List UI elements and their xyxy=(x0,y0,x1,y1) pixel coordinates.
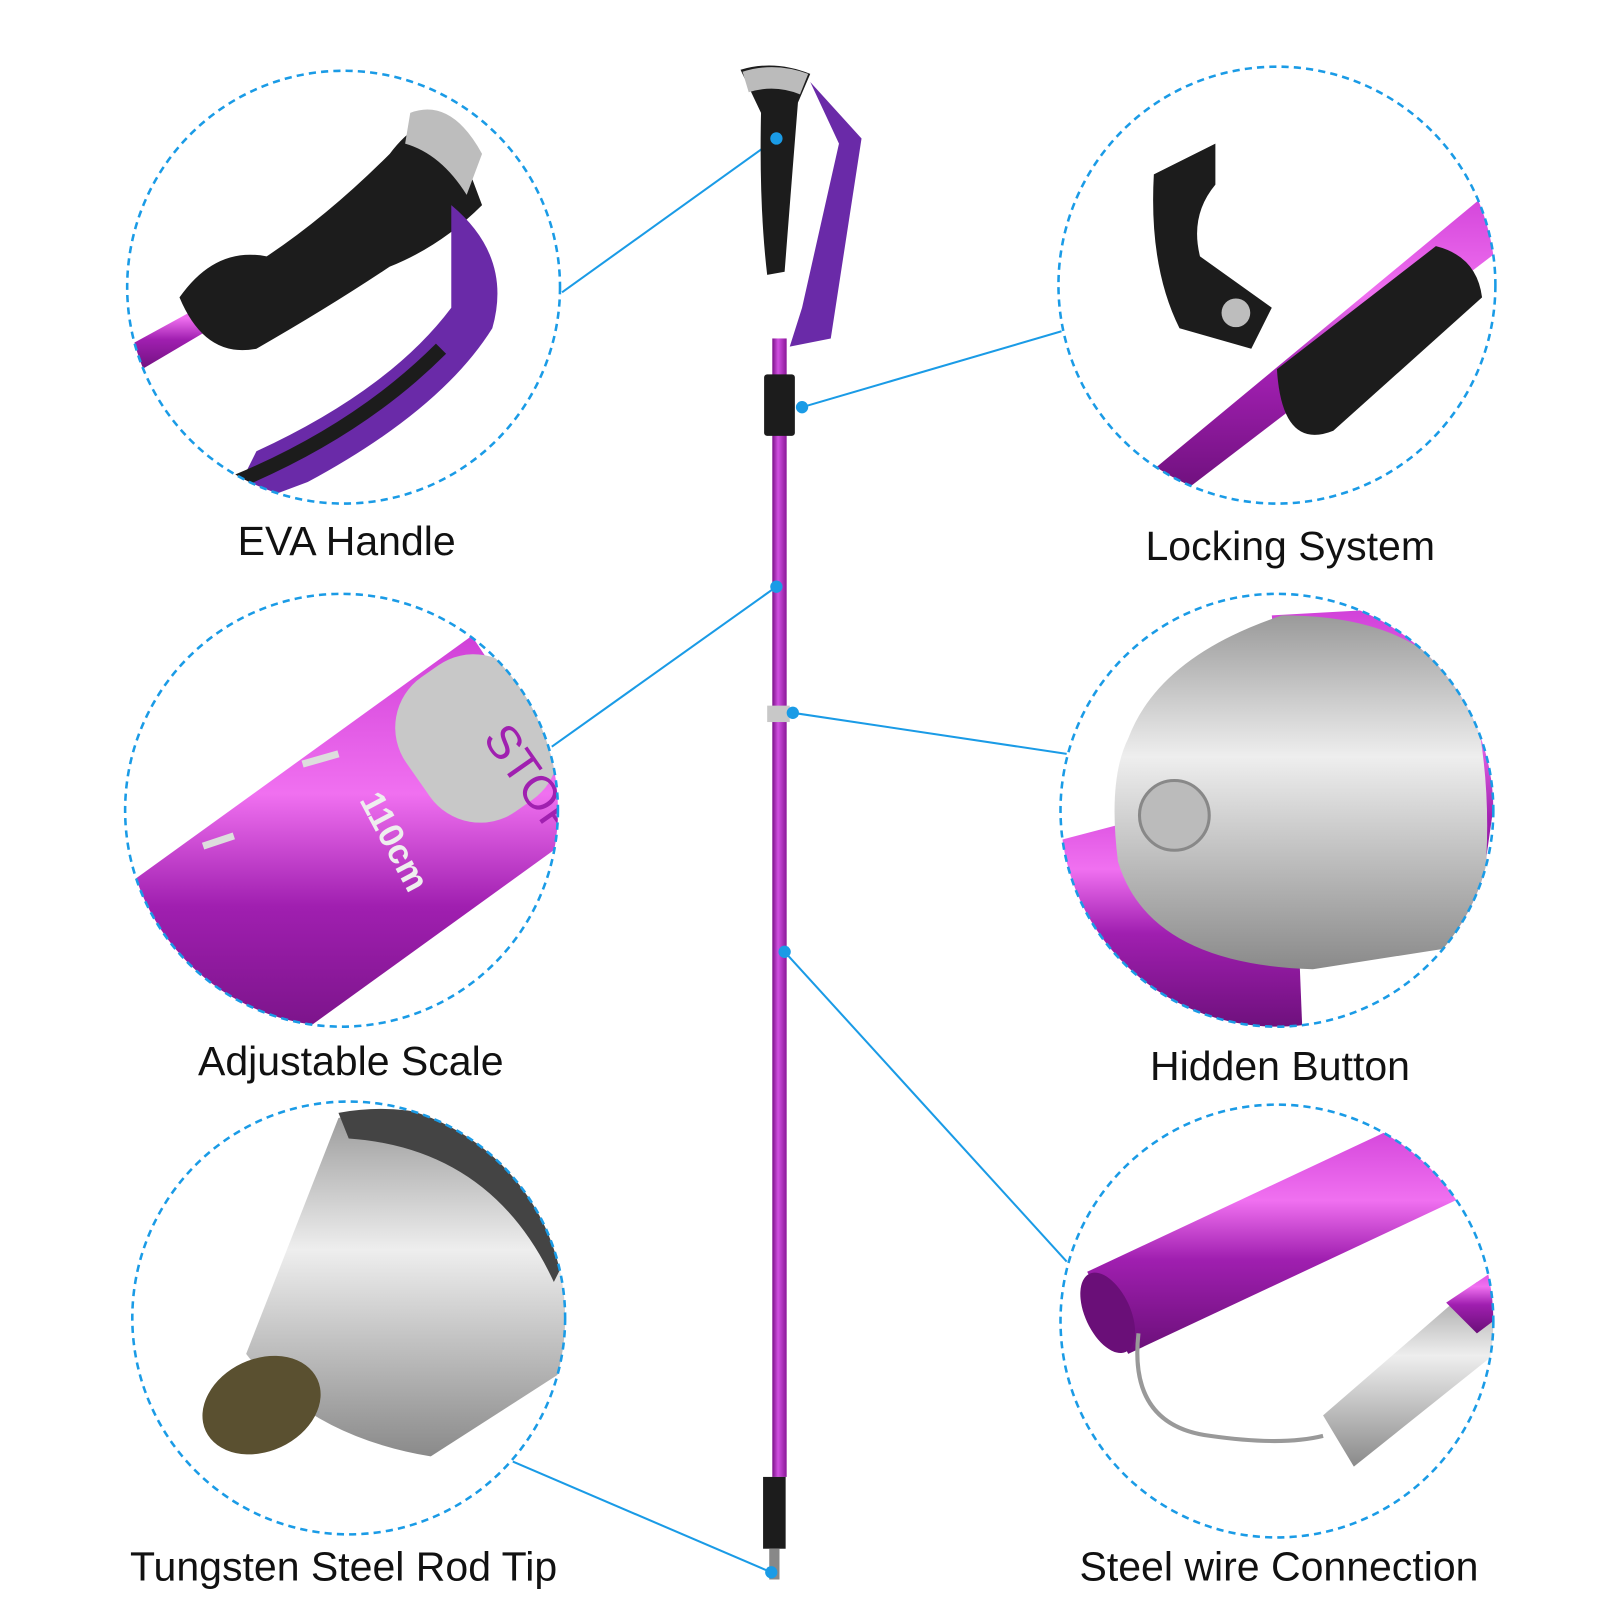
pole-joint xyxy=(767,705,790,723)
trekking-pole xyxy=(740,65,862,1580)
wrist-strap xyxy=(789,82,862,347)
label-tungsten-tip: Tungsten Steel Rod Tip xyxy=(130,1544,557,1590)
callout-line-eva-handle xyxy=(561,137,778,294)
callout-line-adjustable-scale xyxy=(551,585,778,748)
detail-adjustable-scale: STOP 110cm xyxy=(123,592,560,1028)
callout-lines xyxy=(512,137,1068,1574)
dashed-circle xyxy=(123,592,560,1028)
detail-tungsten-tip xyxy=(131,1100,567,1536)
callout-dots xyxy=(765,132,809,1579)
callout-line-locking-system xyxy=(801,330,1062,409)
label-eva-handle: EVA Handle xyxy=(238,518,456,564)
dashed-circle xyxy=(1059,1103,1495,1539)
pole-handle xyxy=(740,65,811,275)
pole-shaft xyxy=(772,338,787,1477)
label-locking-system: Locking System xyxy=(1145,523,1435,569)
callout-line-tungsten-tip xyxy=(512,1460,772,1574)
dashed-circle xyxy=(1059,592,1495,1028)
label-steel-wire: Steel wire Connection xyxy=(1079,1544,1478,1590)
label-adjustable-scale: Adjustable Scale xyxy=(198,1038,504,1084)
pole-tip-section xyxy=(763,1476,786,1549)
detail-steel-wire xyxy=(1059,1103,1495,1539)
dashed-circle xyxy=(1057,65,1497,505)
detail-locking-system xyxy=(1057,65,1497,505)
dashed-circle xyxy=(131,1100,567,1536)
label-hidden-button: Hidden Button xyxy=(1150,1043,1410,1089)
callout-line-hidden-button xyxy=(792,711,1067,755)
dashed-circle xyxy=(125,69,562,505)
lock-clamp xyxy=(764,374,795,436)
detail-hidden-button xyxy=(1059,592,1495,1028)
detail-eva-handle xyxy=(125,69,562,505)
callout-line-steel-wire xyxy=(783,951,1068,1263)
